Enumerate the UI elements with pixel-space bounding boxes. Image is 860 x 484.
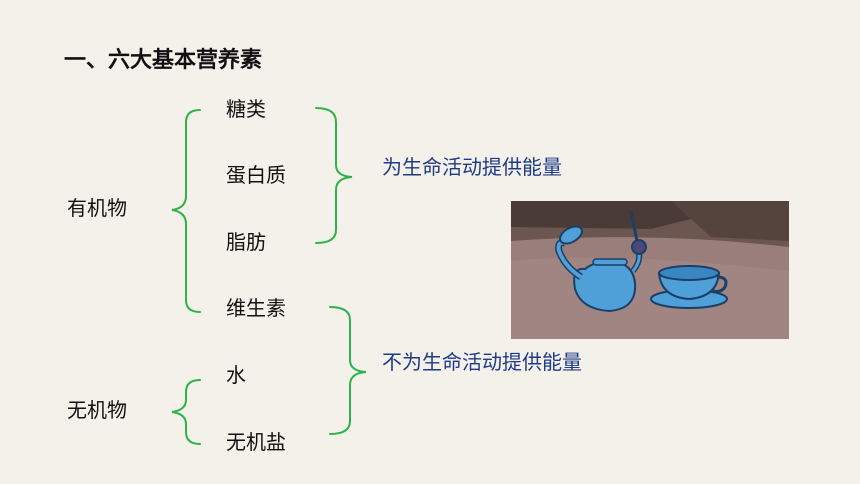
teapot-icon	[555, 210, 647, 313]
note-no-energy: 不为生命活动提供能量	[382, 350, 582, 374]
inorganic-brace	[171, 379, 201, 445]
page-title: 一、六大基本营养素	[64, 48, 263, 73]
nutrient-water: 水	[226, 363, 246, 387]
nutrient-fat: 脂肪	[226, 230, 266, 254]
nutrient-protein: 蛋白质	[226, 163, 286, 187]
teacup-icon	[650, 265, 728, 309]
nutrient-mineral-salt: 无机盐	[226, 430, 286, 454]
organic-brace	[171, 109, 201, 313]
no-energy-brace	[329, 306, 367, 435]
teapot-cartoon-image	[511, 201, 789, 339]
nutrient-carbohydrate: 糖类	[226, 97, 266, 121]
group-organic: 有机物	[67, 196, 127, 220]
group-inorganic: 无机物	[67, 398, 127, 422]
energy-brace	[315, 107, 353, 244]
nutrient-vitamin: 维生素	[226, 296, 286, 320]
note-provides-energy: 为生命活动提供能量	[382, 155, 562, 179]
